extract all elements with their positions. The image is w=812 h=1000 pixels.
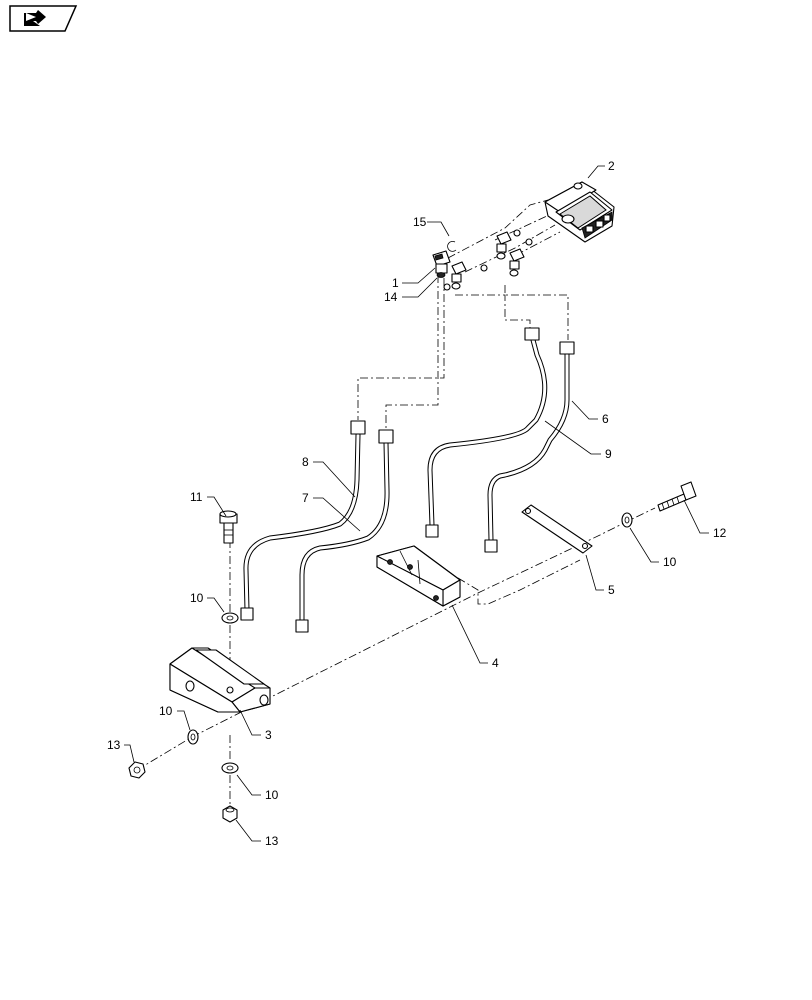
washer-part-10-top [221,612,239,624]
callout-13-left: 13 [107,738,121,752]
callout-15: 15 [413,215,427,229]
callout-2: 2 [608,159,615,173]
nut-part-13-bottom [222,805,238,823]
callout-5: 5 [608,583,615,597]
callout-12: 12 [713,526,727,540]
fitting-part-1 [432,250,451,278]
callout-14: 14 [384,290,398,304]
callout-leaders [124,165,709,842]
pipe-part-6 [484,341,575,553]
callout-6: 6 [602,412,609,426]
callout-10-bottom: 10 [265,788,279,802]
pipe-part-7 [295,429,394,633]
callout-10-top: 10 [190,591,204,605]
washer-part-10-left [187,729,199,745]
bolt-part-11 [219,510,238,544]
valve-block-part-2 [544,181,615,243]
callout-8: 8 [302,455,309,469]
callout-1: 1 [392,276,399,290]
pipe-part-8 [240,420,366,621]
bolt-part-12 [657,481,697,512]
nut-part-13-left [128,761,146,779]
callout-11: 11 [190,490,203,504]
bracket-part-3 [169,647,271,713]
plate-part-5 [521,504,593,554]
pipe-part-9 [425,327,548,538]
clip-part-15 [447,241,457,252]
clamp-block-part-4 [376,545,461,607]
callout-4: 4 [492,656,499,670]
callout-7: 7 [302,491,309,505]
washer-part-10-bottom [221,762,239,774]
callout-9: 9 [605,447,612,461]
back-arrow-icon[interactable] [9,5,78,32]
callout-10-left: 10 [159,704,173,718]
callout-13-bottom: 13 [265,834,279,848]
callout-3: 3 [265,728,272,742]
washer-part-10-right [621,512,633,528]
fittings-elbows [443,229,533,291]
callout-10-right: 10 [663,555,677,569]
